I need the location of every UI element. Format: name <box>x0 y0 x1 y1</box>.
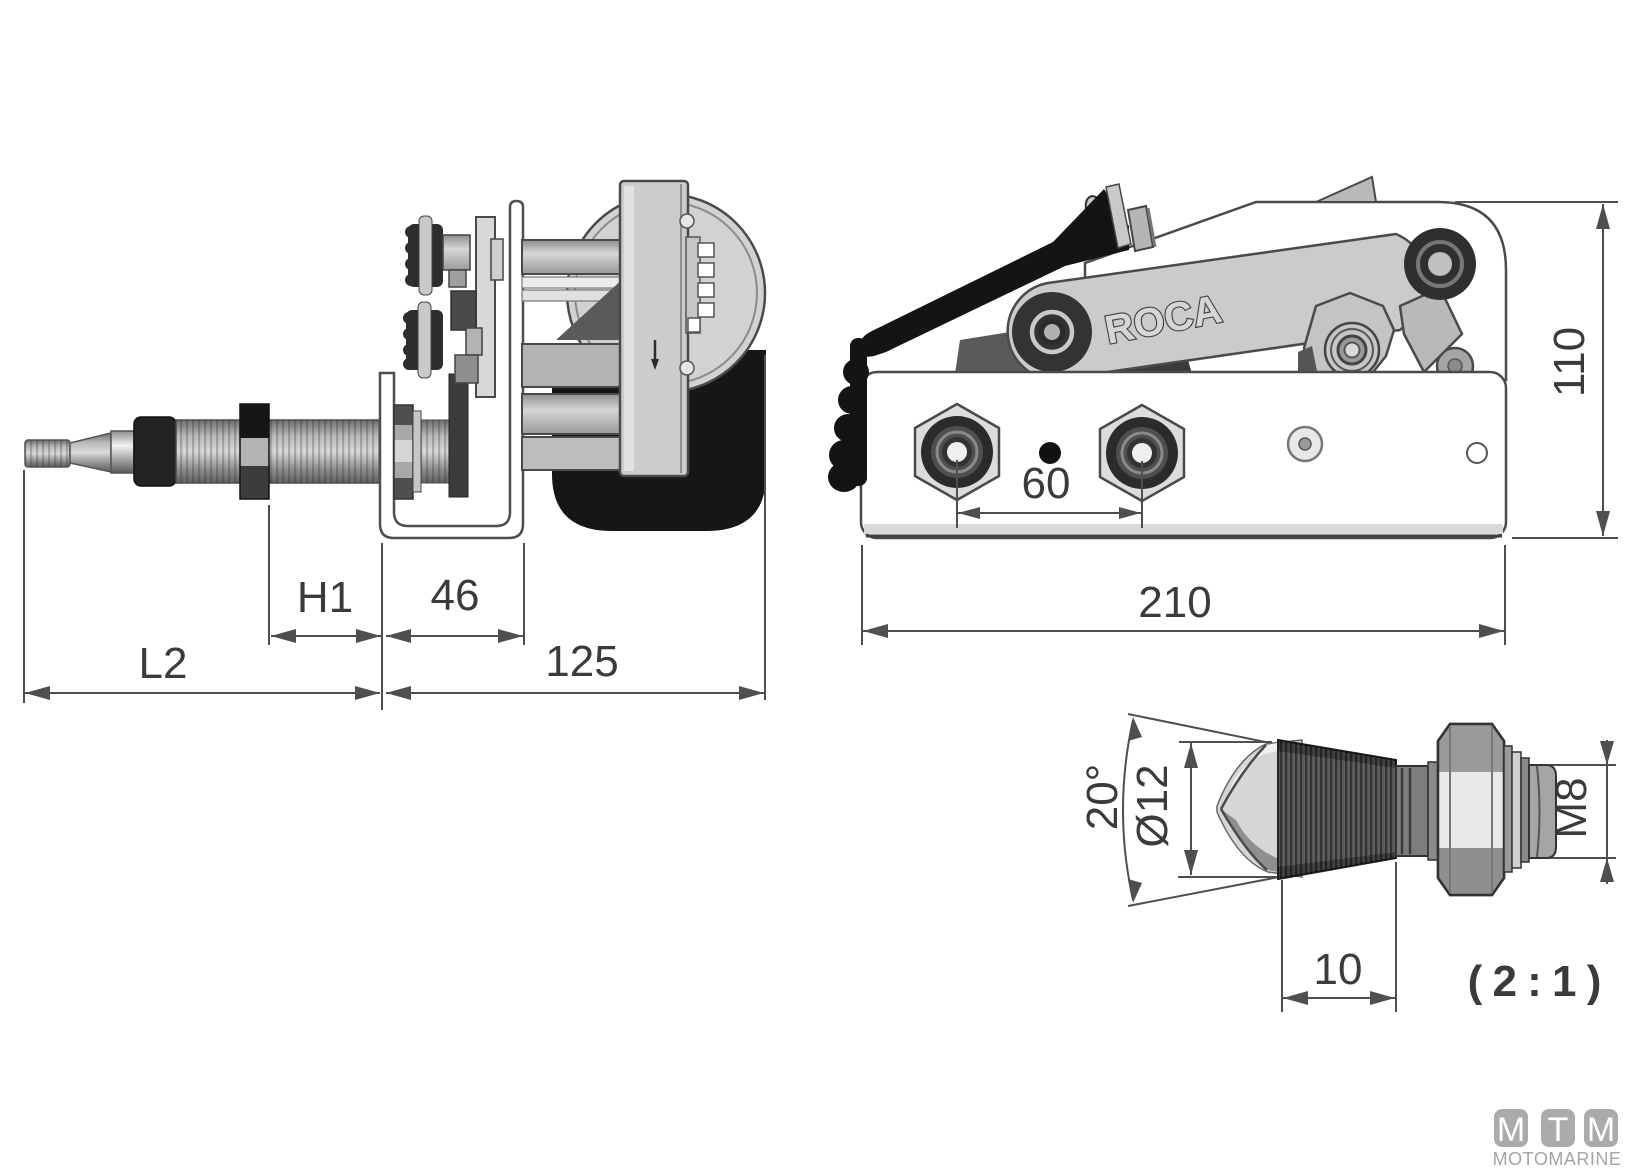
svg-text:Ø12: Ø12 <box>1128 764 1177 847</box>
svg-text:10: 10 <box>1314 945 1363 994</box>
svg-text:110: 110 <box>1545 327 1594 397</box>
svg-text:H1: H1 <box>297 573 353 622</box>
svg-text:M: M <box>1497 1111 1525 1149</box>
svg-text:T: T <box>1548 1111 1569 1149</box>
svg-text:60: 60 <box>1022 459 1071 508</box>
svg-text:210: 210 <box>1138 578 1211 627</box>
svg-text:125: 125 <box>545 637 618 686</box>
svg-text:L2: L2 <box>139 639 188 688</box>
svg-text:M: M <box>1587 1111 1615 1149</box>
svg-text:20°: 20° <box>1078 764 1127 831</box>
svg-text:46: 46 <box>431 571 480 620</box>
svg-text:MOTOMARINE: MOTOMARINE <box>1493 1149 1622 1169</box>
svg-text:( 2 : 1 ): ( 2 : 1 ) <box>1468 957 1601 1006</box>
